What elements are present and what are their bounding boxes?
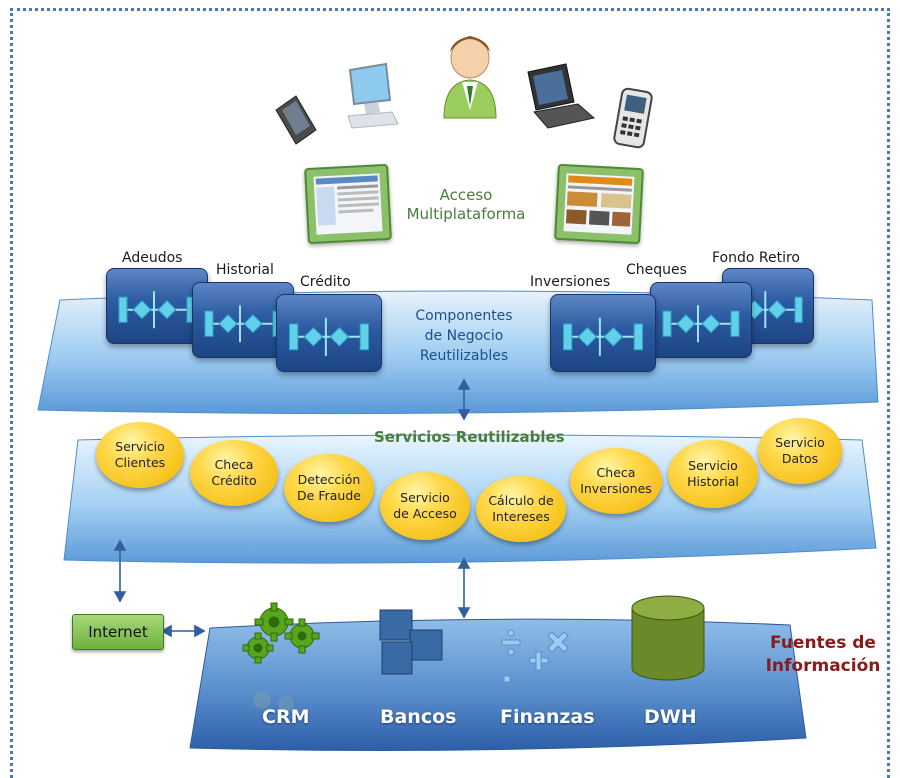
pda-icon	[275, 95, 317, 145]
internet-box: Internet	[72, 614, 164, 650]
web-screen-left	[304, 163, 392, 245]
service-label: Servicio Datos	[775, 435, 825, 466]
services-platform	[63, 434, 877, 564]
components-title-line1: Componentes	[415, 308, 513, 324]
component-label-cheques: Cheques	[626, 262, 687, 278]
access-title: Acceso Multiplataforma	[396, 186, 536, 224]
component-label-historial: Historial	[216, 262, 274, 278]
service-label: Detección De Fraude	[297, 472, 361, 503]
source-label-crm: CRM	[262, 706, 310, 728]
diagram-frame	[10, 8, 890, 778]
component-label-inversiones: Inversiones	[530, 274, 611, 290]
services-title: Servicios Reutilizables	[374, 428, 565, 446]
laptop-icon	[527, 63, 596, 129]
service-bubble: Servicio Datos	[758, 418, 842, 484]
access-title-line1: Acceso	[439, 186, 493, 204]
information-sources-platform	[189, 618, 807, 751]
information-sources-title-line2: Información	[765, 656, 881, 676]
service-label: Servicio de Acceso	[393, 490, 457, 521]
component-label-fondo-retiro: Fondo Retiro	[712, 250, 800, 266]
desktop-icon	[347, 62, 399, 129]
service-bubble: Servicio de Acceso	[380, 472, 470, 540]
source-label-bancos: Bancos	[380, 706, 457, 728]
components-title: Componentes de Negocio Reutilizables	[384, 306, 544, 366]
service-label: Cálculo de Intereses	[488, 493, 554, 524]
person-icon	[443, 36, 497, 119]
service-bubble: Servicio Clientes	[96, 422, 184, 488]
service-label: Checa Crédito	[211, 457, 257, 488]
service-bubble: Checa Crédito	[190, 440, 278, 506]
component-block-credito	[276, 294, 382, 372]
service-bubble: Checa Inversiones	[570, 448, 662, 514]
access-title-line2: Multiplataforma	[406, 205, 526, 223]
component-block-cheques	[650, 282, 752, 358]
mobile-phone-icon	[613, 87, 653, 149]
service-label: Checa Inversiones	[580, 465, 652, 496]
information-sources-title-line1: Fuentes de	[770, 633, 876, 653]
service-label: Servicio Clientes	[114, 439, 166, 470]
connector-arrows	[113, 378, 471, 638]
component-block-inversiones	[550, 294, 656, 372]
service-bubble: Servicio Historial	[668, 440, 758, 508]
source-label-dwh: DWH	[644, 706, 697, 728]
component-block-adeudos	[106, 268, 208, 344]
source-label-finanzas: Finanzas	[500, 706, 595, 728]
flow-motif-icon	[118, 291, 196, 329]
components-title-line2: de Negocio	[424, 328, 504, 344]
flow-motif-icon	[662, 305, 740, 343]
service-label: Servicio Historial	[687, 458, 739, 489]
components-title-line3: Reutilizables	[419, 348, 509, 364]
flow-motif-icon	[288, 317, 370, 356]
service-bubble: Cálculo de Intereses	[476, 476, 566, 542]
information-sources-title: Fuentes de Información	[760, 632, 886, 678]
component-label-adeudos: Adeudos	[122, 250, 183, 266]
component-label-credito: Crédito	[300, 274, 351, 290]
service-bubble: Detección De Fraude	[284, 454, 374, 522]
flow-motif-icon	[562, 317, 644, 356]
devices-row	[275, 36, 653, 149]
web-screen-right	[554, 163, 644, 245]
